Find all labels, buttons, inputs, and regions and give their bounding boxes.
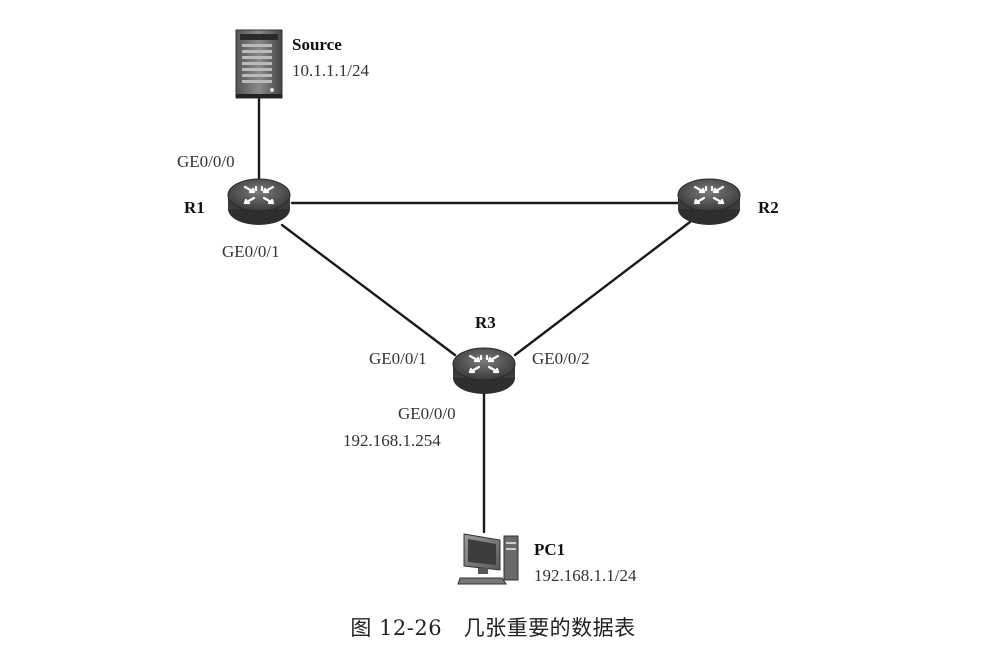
router-icon-r3 (451, 346, 517, 396)
r2-name: R2 (758, 198, 779, 217)
pc-icon (457, 533, 519, 585)
r3-port-down: GE0/0/0 (398, 404, 456, 423)
router-icon-r1 (226, 177, 292, 227)
r1-port-up: GE0/0/0 (177, 152, 235, 171)
r3-port-right: GE0/0/2 (532, 349, 590, 368)
source-name: Source (292, 35, 342, 54)
router-icon-r2 (676, 177, 742, 227)
links (257, 96, 692, 534)
r3-name: R3 (475, 313, 496, 332)
r3-port-left: GE0/0/1 (369, 349, 427, 368)
link-r2-r3 (513, 220, 692, 357)
r3-port-down-ip: 192.168.1.254 (343, 431, 441, 450)
r1-port-down: GE0/0/1 (222, 242, 280, 261)
r1-name: R1 (184, 198, 205, 217)
pc1-name: PC1 (534, 540, 566, 559)
figure-caption: 图 12-26 几张重要的数据表 (350, 616, 636, 640)
link-r1-r3 (280, 223, 457, 357)
source-ip: 10.1.1.1/24 (292, 61, 369, 80)
server-icon (235, 29, 283, 99)
pc1-ip: 192.168.1.1/24 (534, 566, 637, 585)
